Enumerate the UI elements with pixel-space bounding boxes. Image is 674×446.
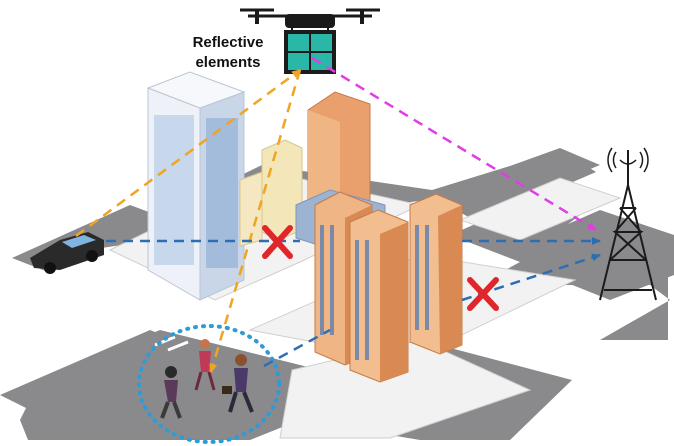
ris-label-line2: elements xyxy=(195,54,261,71)
pedestrian-icon xyxy=(160,339,254,419)
blocked-x-icon xyxy=(467,277,499,311)
drone-icon xyxy=(240,8,380,36)
ris-panel xyxy=(284,30,336,74)
ris-label: Reflective elements xyxy=(178,33,278,73)
uav-beams xyxy=(75,68,302,373)
office-tower-blue xyxy=(146,71,246,301)
uav-to-bs-link xyxy=(311,56,597,232)
ris-label-line1: Reflective xyxy=(192,34,264,51)
coverage-ring xyxy=(137,324,281,444)
orange-buildings xyxy=(314,191,463,383)
cell-tower-icon xyxy=(599,147,657,301)
blocked-x-icon xyxy=(262,225,293,259)
car-icon xyxy=(30,232,104,274)
